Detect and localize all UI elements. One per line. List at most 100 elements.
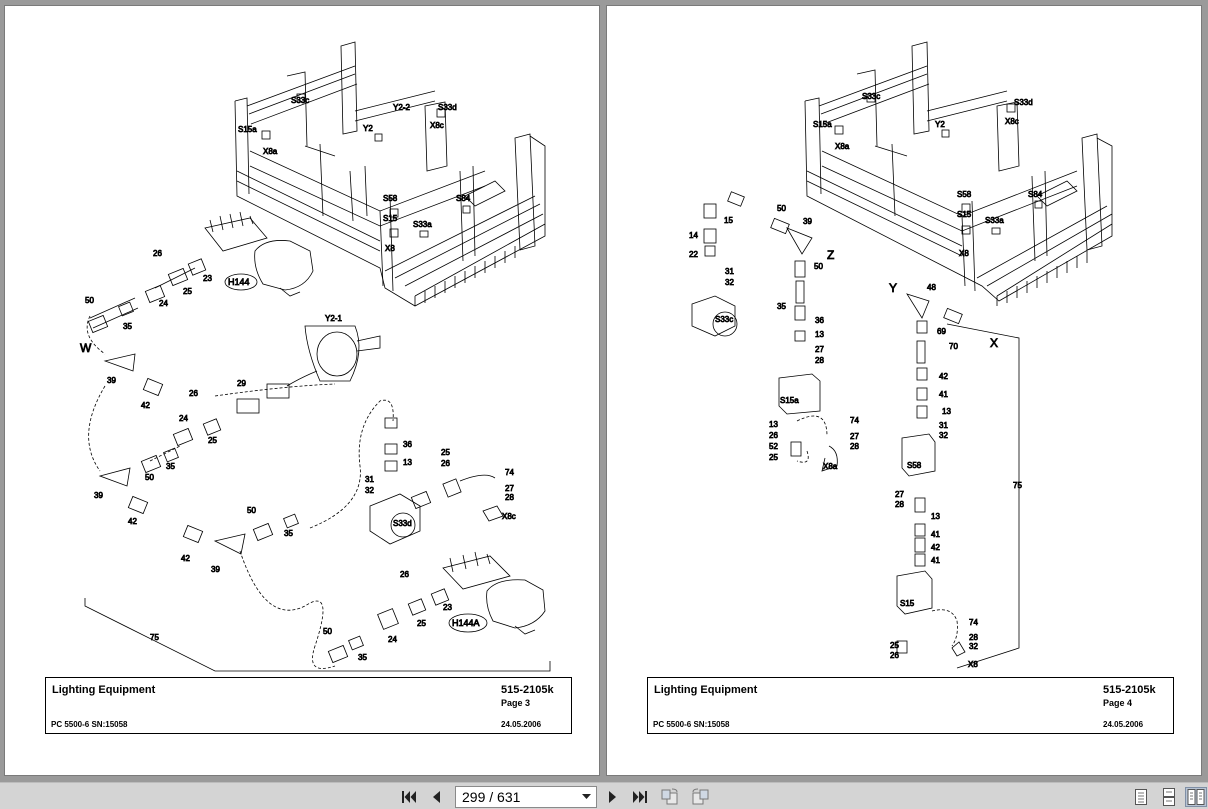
svg-text:25: 25	[208, 436, 217, 445]
rotate-counterclockwise-button[interactable]	[659, 787, 681, 807]
svg-text:32: 32	[969, 642, 978, 651]
lamp-h144a-illustration	[442, 551, 546, 635]
drawing-date: 24.05.2006	[1103, 720, 1144, 729]
svg-text:S33c: S33c	[291, 96, 309, 105]
svg-text:S15a: S15a	[238, 125, 257, 134]
lamp-h144-illustration	[204, 211, 314, 297]
two-page-view-button[interactable]	[1185, 787, 1207, 807]
svg-text:X8: X8	[959, 249, 969, 258]
machine-model: PC 5500-6 SN:15058	[51, 720, 128, 729]
machine-model: PC 5500-6 SN:15058	[653, 720, 730, 729]
two-page-view-icon	[1187, 789, 1205, 805]
hose-fittings-illustration	[691, 191, 966, 657]
svg-text:25: 25	[441, 448, 450, 457]
svg-text:74: 74	[850, 416, 859, 425]
prev-page-icon	[433, 791, 440, 803]
first-page-button[interactable]	[398, 787, 420, 807]
svg-text:42: 42	[141, 401, 150, 410]
svg-text:29: 29	[237, 379, 246, 388]
svg-text:41: 41	[939, 390, 948, 399]
svg-text:42: 42	[939, 372, 948, 381]
svg-text:27: 27	[815, 345, 824, 354]
sheet-page-label: Page 3	[501, 698, 531, 708]
svg-text:S15: S15	[383, 214, 398, 223]
svg-text:23: 23	[203, 274, 212, 283]
svg-text:S33a: S33a	[985, 216, 1004, 225]
continuous-view-icon	[1163, 788, 1175, 806]
last-page-icon	[633, 791, 647, 803]
svg-text:32: 32	[939, 431, 948, 440]
svg-text:X8a: X8a	[835, 142, 850, 151]
svg-text:42: 42	[181, 554, 190, 563]
svg-text:50: 50	[777, 204, 786, 213]
svg-text:26: 26	[890, 651, 899, 660]
svg-text:41: 41	[931, 556, 940, 565]
svg-text:Y: Y	[889, 281, 897, 295]
drawing-title: Lighting Equipment	[52, 684, 156, 696]
svg-text:26: 26	[153, 249, 162, 258]
page-number-input[interactable]	[456, 787, 576, 807]
machine-frame-illustration	[804, 41, 1113, 306]
svg-text:28: 28	[850, 442, 859, 451]
svg-text:26: 26	[441, 459, 450, 468]
svg-text:S58: S58	[907, 461, 922, 470]
svg-text:W: W	[80, 341, 92, 355]
machine-frame-illustration	[234, 41, 546, 307]
svg-text:25: 25	[769, 453, 778, 462]
svg-text:13: 13	[815, 330, 824, 339]
svg-text:50: 50	[323, 627, 332, 636]
drawing-number: 515-2105k	[501, 684, 554, 696]
continuous-view-button[interactable]	[1158, 787, 1180, 807]
svg-text:S33d: S33d	[1014, 98, 1033, 107]
svg-text:42: 42	[931, 543, 940, 552]
hose-fittings-illustration	[87, 258, 504, 664]
hose-route-lines	[86, 315, 394, 669]
page-number-selector[interactable]	[455, 786, 597, 808]
hose-route-lines	[796, 415, 958, 647]
page-dropdown-toggle[interactable]	[576, 787, 596, 807]
previous-page-button[interactable]	[426, 787, 448, 807]
svg-text:31: 31	[365, 475, 374, 484]
svg-text:39: 39	[107, 376, 116, 385]
svg-text:S84: S84	[456, 194, 471, 203]
svg-text:39: 39	[94, 491, 103, 500]
svg-text:35: 35	[123, 322, 132, 331]
svg-text:15: 15	[724, 216, 733, 225]
svg-text:Y2: Y2	[363, 124, 373, 133]
hose-length-bracket	[946, 323, 1020, 669]
svg-text:50: 50	[247, 506, 256, 515]
parts-drawing-lighting-page-4: S33c S33d X8c S15a Y2 X8a S58 S15 S33a X…	[607, 6, 1201, 678]
svg-text:52: 52	[769, 442, 778, 451]
svg-text:35: 35	[166, 462, 175, 471]
svg-text:Z: Z	[827, 248, 834, 262]
svg-text:28: 28	[815, 356, 824, 365]
single-page-view-icon	[1135, 789, 1147, 805]
first-page-icon	[402, 791, 416, 803]
svg-text:S58: S58	[957, 190, 972, 199]
svg-text:S15: S15	[900, 599, 915, 608]
svg-text:27: 27	[850, 432, 859, 441]
svg-text:26: 26	[189, 389, 198, 398]
svg-text:41: 41	[931, 530, 940, 539]
last-page-button[interactable]	[629, 787, 651, 807]
title-block-page-3: Lighting Equipment 515-2105k Page 3 PC 5…	[45, 677, 572, 734]
rotate-back-icon	[661, 788, 678, 805]
svg-text:X8c: X8c	[1005, 117, 1019, 126]
svg-text:50: 50	[145, 473, 154, 482]
chevron-down-icon	[581, 794, 591, 799]
svg-text:X8c: X8c	[430, 121, 444, 130]
rotate-clockwise-button[interactable]	[689, 787, 711, 807]
svg-text:22: 22	[689, 250, 698, 259]
single-page-view-button[interactable]	[1130, 787, 1152, 807]
svg-text:28: 28	[505, 493, 514, 502]
svg-text:75: 75	[150, 633, 159, 642]
svg-text:S84: S84	[1028, 190, 1043, 199]
svg-text:25: 25	[890, 641, 899, 650]
svg-text:13: 13	[769, 420, 778, 429]
svg-text:32: 32	[725, 278, 734, 287]
svg-text:70: 70	[949, 342, 958, 351]
next-page-button[interactable]	[601, 787, 623, 807]
svg-text:24: 24	[179, 414, 188, 423]
rotate-forward-icon	[692, 788, 709, 805]
svg-text:39: 39	[211, 565, 220, 574]
